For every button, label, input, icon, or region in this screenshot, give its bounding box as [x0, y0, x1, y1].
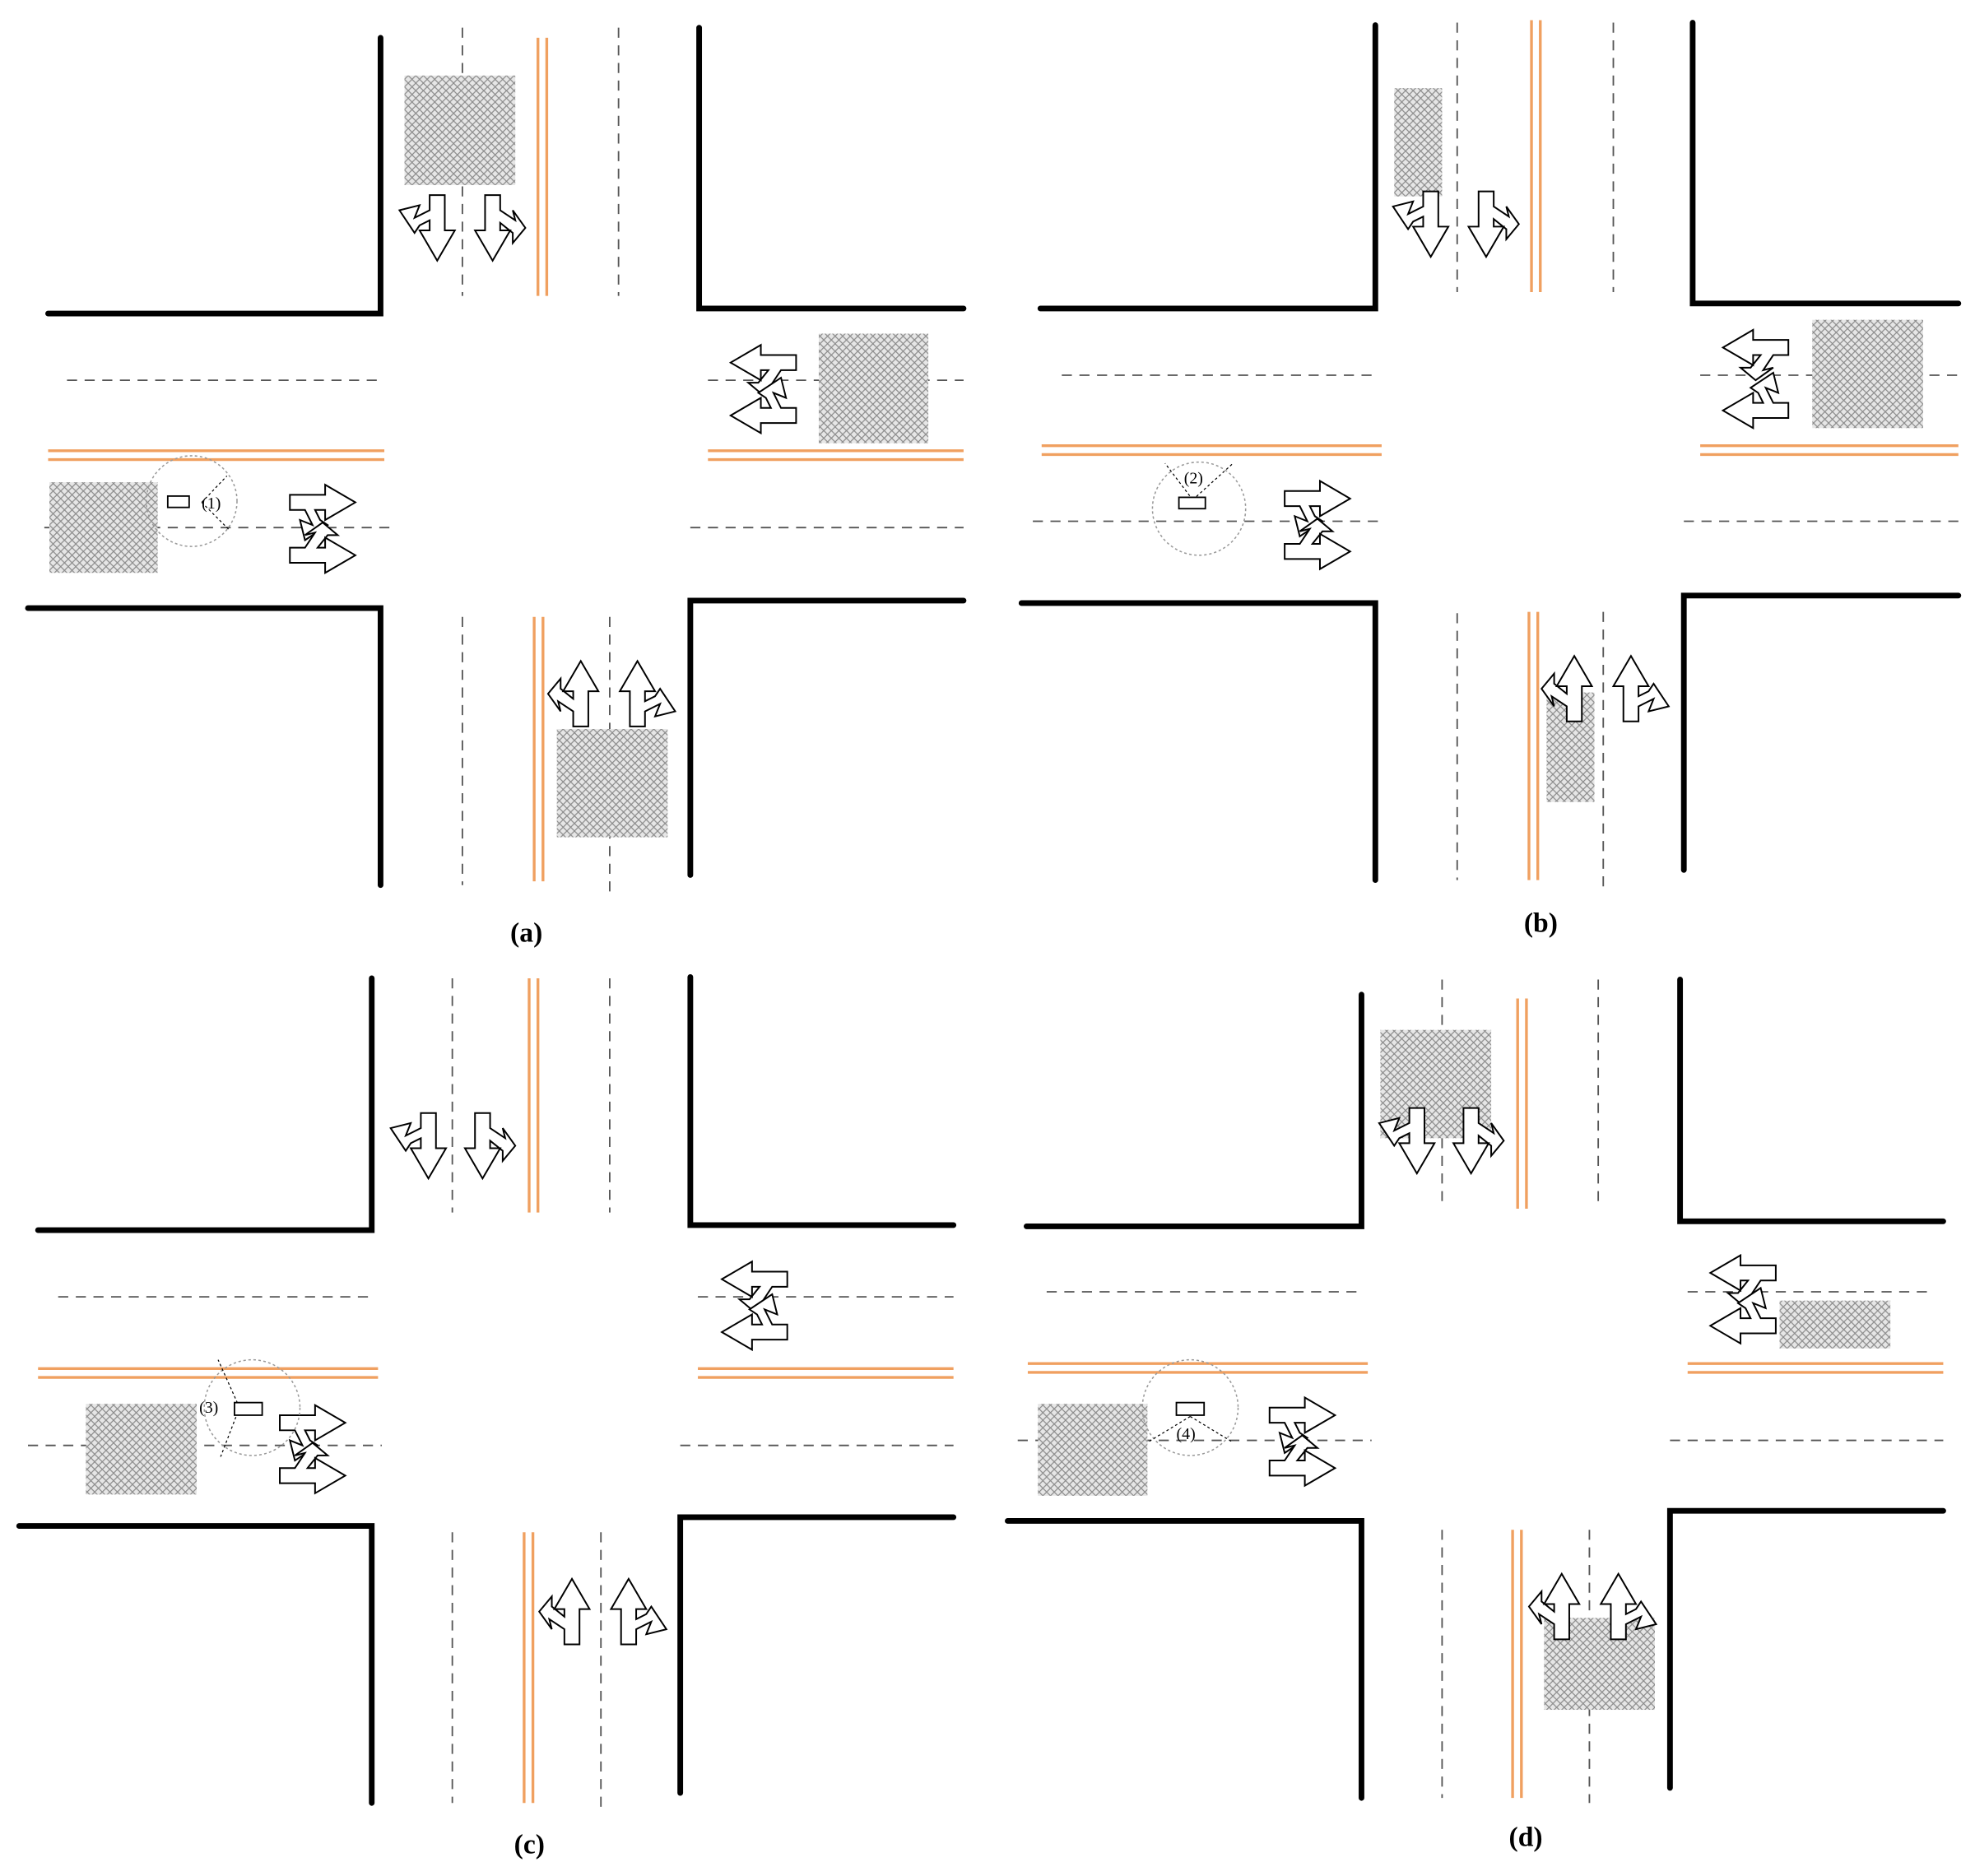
panel-c: (3) (c)	[16, 973, 957, 1860]
panel-label: (d)	[1509, 1822, 1543, 1852]
curb-ne	[696, 25, 967, 312]
curb-nw	[45, 35, 383, 317]
vehicle-label: (1)	[202, 495, 221, 513]
vehicle-label: (3)	[199, 1399, 218, 1417]
panel-a: (1) (a)	[25, 25, 967, 949]
vehicle-label: (2)	[1184, 470, 1203, 488]
panel-d: (4) (d)	[1005, 977, 1946, 1852]
obstacle	[49, 482, 158, 573]
panel-label: (a)	[510, 918, 542, 949]
curb-se	[687, 597, 967, 878]
arrow-straight-right-icon	[729, 344, 797, 397]
obstacle	[404, 75, 516, 185]
arrow-straight-right-icon	[474, 194, 527, 262]
curb-sw	[25, 605, 383, 889]
arrow-straight-right-icon	[619, 660, 676, 727]
arrow-left-straight-icon	[546, 660, 600, 727]
obstacle	[556, 728, 668, 838]
vehicle-icon	[1178, 496, 1206, 510]
panel-b: (2) (b)	[1018, 20, 1962, 938]
vehicle-icon	[234, 1401, 263, 1416]
arrow-left-straight-icon	[398, 194, 456, 262]
arrow-straight-right-icon	[289, 522, 356, 574]
sensor-range-circle	[146, 455, 238, 547]
panel-label: (b)	[1524, 908, 1558, 938]
vehicle-icon	[1175, 1401, 1206, 1416]
panel-label: (c)	[514, 1829, 545, 1860]
obstacle	[818, 333, 929, 443]
vehicle-icon	[166, 495, 190, 508]
vehicle-label: (4)	[1177, 1425, 1196, 1443]
